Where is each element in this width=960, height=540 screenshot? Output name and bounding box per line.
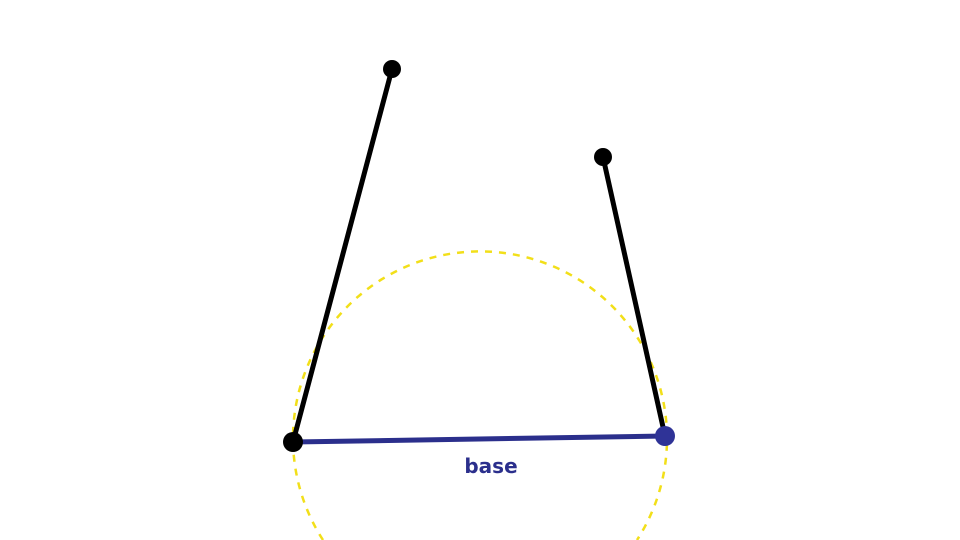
right-top-point[interactable] xyxy=(594,148,612,166)
base-label: base xyxy=(464,454,517,478)
base-left-point[interactable] xyxy=(283,432,303,452)
base-right-point[interactable] xyxy=(655,426,675,446)
left-segment xyxy=(290,66,395,445)
dashed-circle xyxy=(291,250,669,540)
base-segment xyxy=(290,433,668,445)
right-segment xyxy=(600,154,668,439)
left-top-point[interactable] xyxy=(383,60,401,78)
